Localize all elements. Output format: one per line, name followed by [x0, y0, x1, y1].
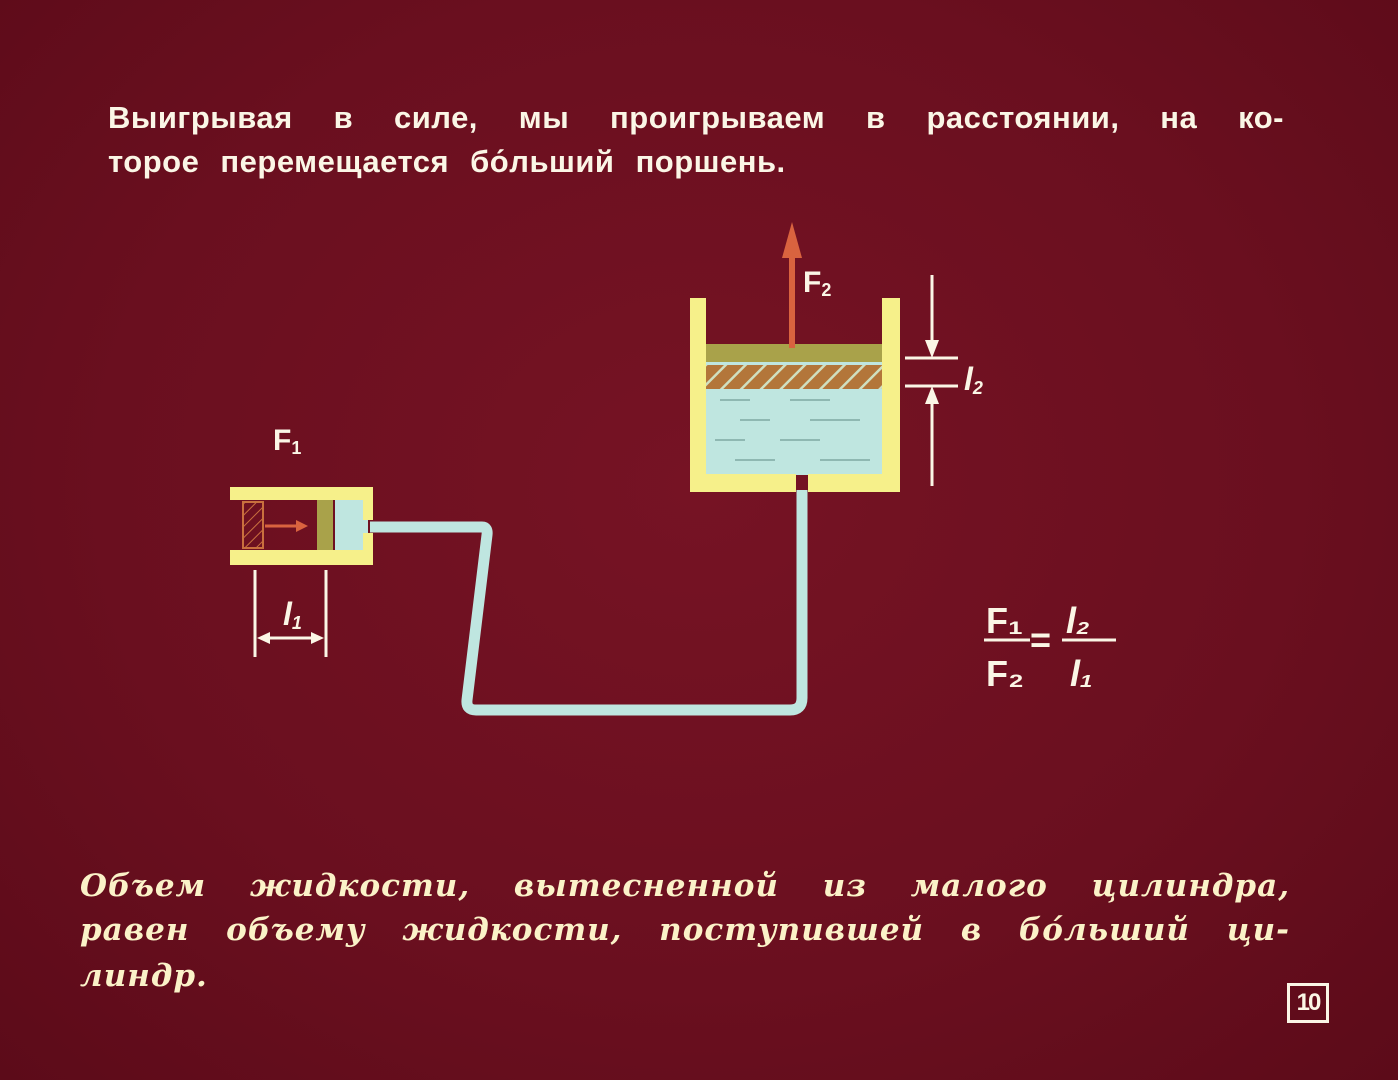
liquid-dashes [715, 399, 870, 461]
small-cylinder-walls [230, 487, 373, 565]
l2-label: l2 [964, 361, 983, 398]
small-piston-previous-position [242, 501, 264, 549]
piston-previous-position [704, 365, 884, 389]
large-cylinder-liquid [704, 345, 884, 475]
l2-dimension [905, 275, 958, 486]
bottom-text-line-1: Объем жидкости, вытесненной из малого ци… [80, 868, 1290, 904]
f1-arrow [265, 520, 308, 532]
bottom-text-line-3: линдр. [80, 958, 208, 994]
formula-denominator-left: F₂ [986, 653, 1024, 694]
connecting-tube [370, 490, 808, 716]
page-number: 10 [1287, 983, 1329, 1023]
formula-denominator-right: l₁ [1070, 653, 1093, 694]
bottom-text-line-2: равен объему жидкости, поступившей в бо́… [80, 912, 1290, 948]
large-cylinder [690, 298, 900, 492]
l1-dimension [253, 570, 328, 657]
f2-label: F2 [803, 266, 831, 300]
large-piston [704, 344, 884, 362]
l1-label: l1 [283, 596, 302, 633]
small-cylinder [230, 487, 373, 565]
formula: F₁ F₂ = l₂ l₁ [984, 600, 1116, 694]
top-text-line-2: торое перемещается бо́льший поршень. [108, 144, 786, 179]
formula-numerator-right: l₂ [1066, 600, 1090, 641]
formula-equals: = [1030, 619, 1051, 660]
top-text-line-1: Выигрывая в силе, мы проигрываем в расст… [108, 100, 1284, 135]
f2-arrow [782, 222, 802, 348]
small-cylinder-liquid [335, 500, 368, 550]
small-piston [317, 500, 333, 550]
formula-numerator-left: F₁ [986, 600, 1023, 641]
f1-label: F1 [273, 424, 301, 458]
